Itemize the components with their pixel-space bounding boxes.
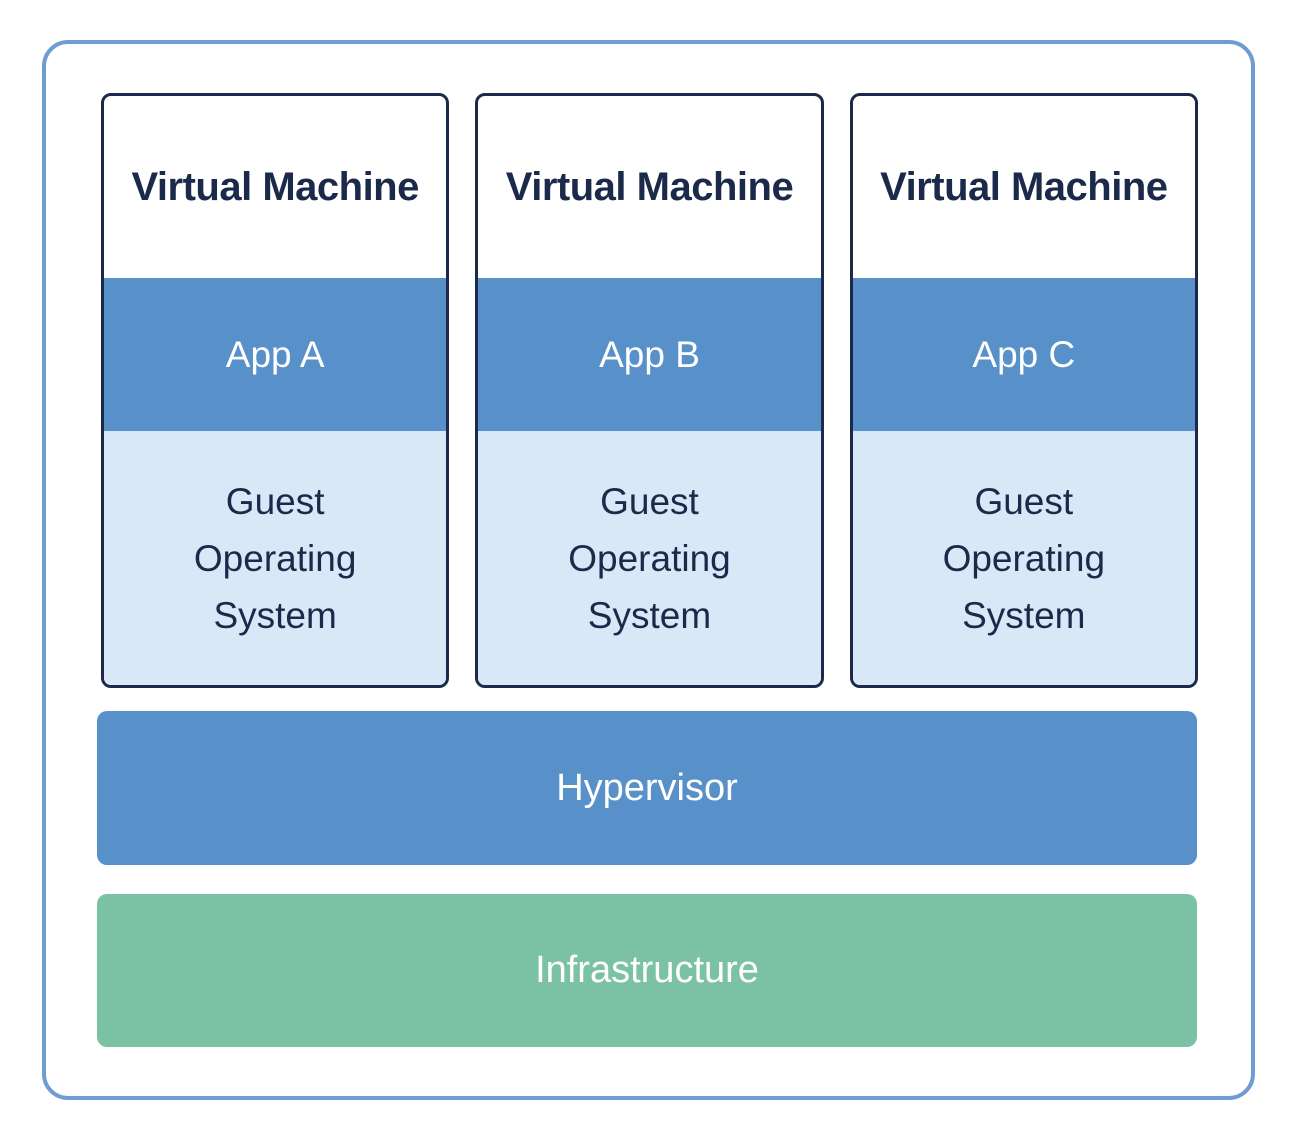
vm-title: Virtual Machine bbox=[880, 164, 1168, 209]
hypervisor-layer-bar: Hypervisor bbox=[97, 711, 1197, 865]
vm-app-band: App B bbox=[478, 278, 821, 431]
infrastructure-layer-bar: Infrastructure bbox=[97, 894, 1197, 1047]
vm-app-band: App C bbox=[852, 278, 1195, 431]
virtual-machine-box-3: Virtual Machine App C Guest Operating Sy… bbox=[849, 93, 1198, 688]
virtual-machine-box-1: Virtual Machine App A Guest Operating Sy… bbox=[101, 93, 450, 688]
virtual-machine-box-2: Virtual Machine App B Guest Operating Sy… bbox=[475, 93, 824, 688]
vm-guest-os-band: Guest Operating System bbox=[852, 431, 1195, 685]
diagram-outer-frame: Virtual Machine App A Guest Operating Sy… bbox=[42, 40, 1255, 1100]
vm-guest-os-band: Guest Operating System bbox=[104, 431, 447, 685]
vm-guest-os-label: Guest Operating System bbox=[942, 480, 1106, 636]
vm-title: Virtual Machine bbox=[131, 164, 419, 209]
vm-title: Virtual Machine bbox=[505, 164, 794, 209]
vm-app-band: App A bbox=[104, 278, 447, 431]
vm-guest-os-label: Guest Operating System bbox=[568, 480, 731, 636]
vm-guest-os-band: Guest Operating System bbox=[478, 431, 821, 685]
virtual-machines-row: Virtual Machine App A Guest Operating Sy… bbox=[101, 93, 1198, 688]
vm-guest-os-label: Guest Operating System bbox=[193, 480, 357, 636]
